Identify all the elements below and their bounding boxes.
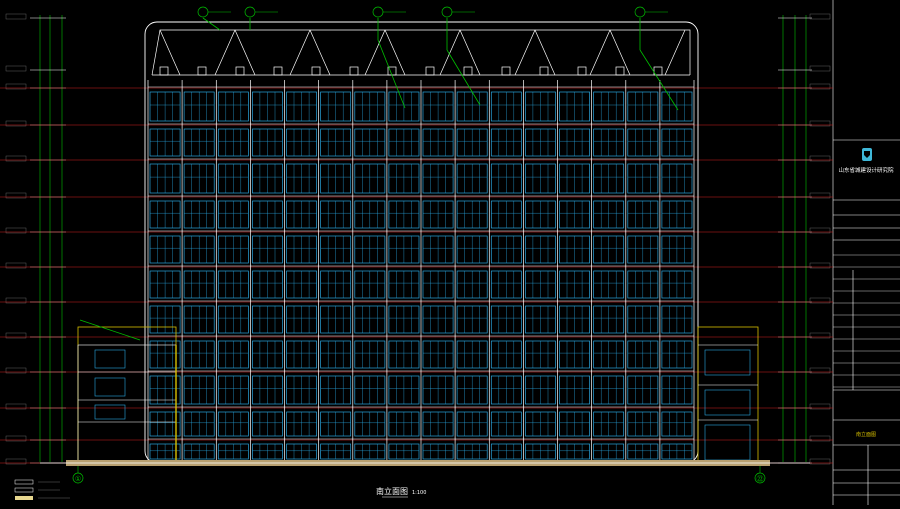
parapet-block bbox=[463, 66, 473, 76]
roof-truss bbox=[384, 29, 461, 76]
roof-parapet bbox=[151, 29, 691, 76]
circle-icon bbox=[634, 6, 646, 18]
axis-left-label: ① bbox=[75, 475, 81, 483]
parapet-block bbox=[235, 66, 245, 76]
parapet-block bbox=[349, 66, 359, 76]
axis-right-label: ㉒ bbox=[757, 475, 764, 483]
level-tag bbox=[5, 120, 27, 127]
level-tag bbox=[809, 227, 831, 234]
level-tag bbox=[5, 65, 27, 72]
title-block bbox=[832, 0, 900, 505]
parapet-block bbox=[539, 66, 549, 76]
title-block-rows bbox=[833, 254, 900, 388]
podium-left bbox=[77, 326, 177, 464]
level-tag bbox=[809, 458, 831, 465]
parapet-block bbox=[273, 66, 283, 76]
level-marks bbox=[5, 13, 831, 465]
circle-icon bbox=[197, 6, 209, 18]
roof-truss bbox=[459, 29, 536, 76]
shield-logo-icon bbox=[862, 148, 872, 161]
annotation-leaders bbox=[79, 17, 679, 341]
level-tag bbox=[5, 227, 27, 234]
level-tag bbox=[5, 83, 27, 90]
roof-truss bbox=[609, 29, 686, 76]
drawing-scale: 1:100 bbox=[412, 490, 426, 496]
circle-icon bbox=[372, 6, 384, 18]
roof-truss bbox=[159, 29, 236, 76]
institute-name: 山东省城建设计研究院 bbox=[838, 166, 894, 174]
roof-truss bbox=[534, 29, 611, 76]
podium-right bbox=[697, 326, 759, 464]
circle-icon bbox=[754, 472, 766, 484]
circle-icon bbox=[72, 472, 84, 484]
roof-outline bbox=[151, 29, 691, 76]
level-tag bbox=[809, 332, 831, 339]
level-tag bbox=[5, 155, 27, 162]
parapet-block bbox=[615, 66, 625, 76]
parapet-block bbox=[425, 66, 435, 76]
parapet-block bbox=[501, 66, 511, 76]
drawing-title: 南立面图 bbox=[376, 486, 408, 496]
level-tag bbox=[809, 13, 831, 20]
level-tag bbox=[5, 403, 27, 410]
level-tag bbox=[5, 332, 27, 339]
left-dimension-lines bbox=[39, 15, 63, 462]
level-tag bbox=[809, 83, 831, 90]
level-tag bbox=[809, 192, 831, 199]
level-tag bbox=[809, 120, 831, 127]
parapet-block bbox=[311, 66, 321, 76]
parapet-block bbox=[197, 66, 207, 76]
level-tag bbox=[809, 435, 831, 442]
level-tag bbox=[5, 297, 27, 304]
axis-left: ① bbox=[72, 466, 84, 484]
parapet-block bbox=[159, 66, 169, 76]
parapet-block bbox=[577, 66, 587, 76]
level-tag bbox=[809, 65, 831, 72]
top-callouts bbox=[197, 6, 668, 18]
roof-truss bbox=[309, 29, 386, 76]
right-dimension-lines bbox=[782, 15, 807, 462]
parapet-block bbox=[653, 66, 663, 76]
facade-grid bbox=[147, 80, 695, 463]
level-tag bbox=[809, 155, 831, 162]
circle-icon bbox=[244, 6, 256, 18]
sheet-title-label: 南立面图 bbox=[856, 431, 876, 438]
level-tag bbox=[809, 403, 831, 410]
level-tag bbox=[5, 367, 27, 374]
axis-right: ㉒ bbox=[754, 466, 766, 484]
level-tag bbox=[809, 367, 831, 374]
level-tag bbox=[5, 435, 27, 442]
level-tag bbox=[809, 262, 831, 269]
level-tag bbox=[5, 262, 27, 269]
material-legend bbox=[14, 479, 70, 500]
level-tag bbox=[5, 13, 27, 20]
level-tag bbox=[5, 458, 27, 465]
level-tag bbox=[5, 192, 27, 199]
level-tag bbox=[809, 297, 831, 304]
roof-truss bbox=[234, 29, 311, 76]
circle-icon bbox=[441, 6, 453, 18]
